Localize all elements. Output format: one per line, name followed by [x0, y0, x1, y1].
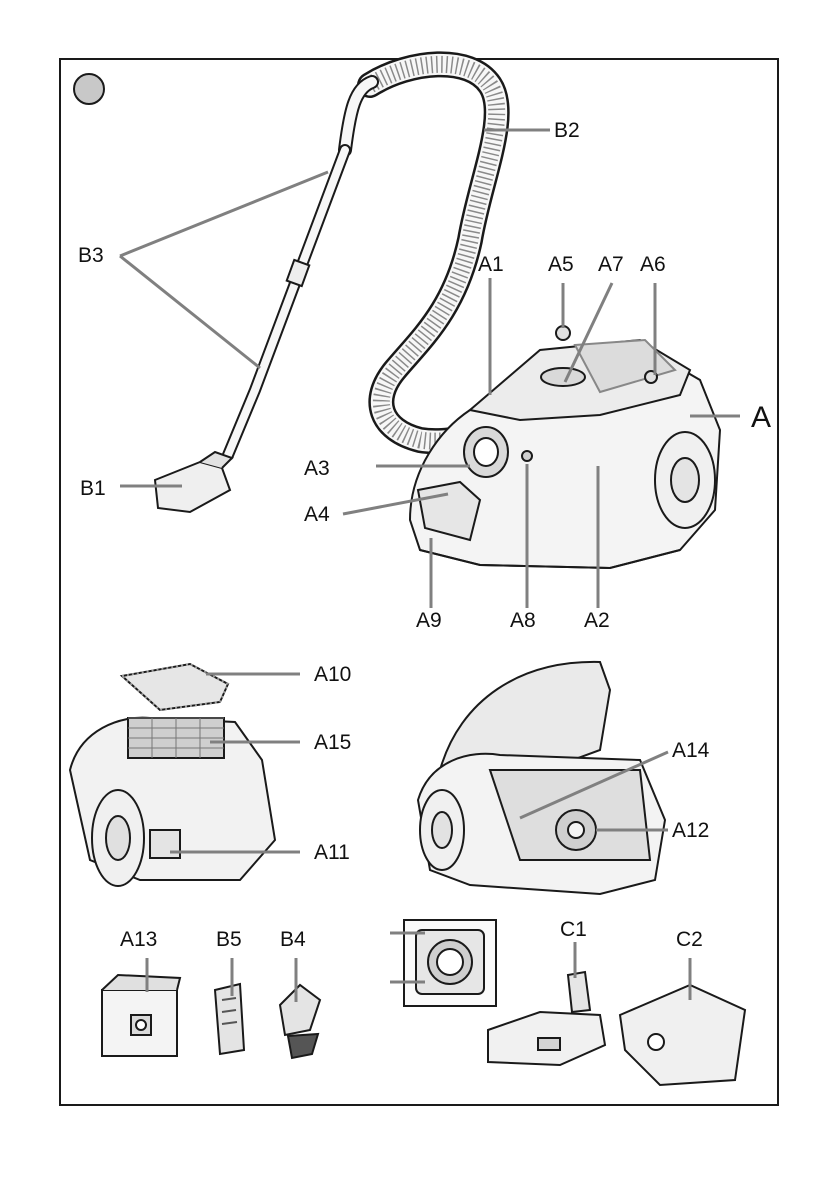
label-a4: A4 [304, 504, 330, 525]
label-a5: A5 [548, 254, 574, 275]
figure-badge [74, 74, 104, 104]
label-c2: C2 [676, 929, 703, 950]
label-a7: A7 [598, 254, 624, 275]
label-a9: A9 [416, 610, 442, 631]
vacuum-body [410, 326, 720, 568]
label-b5: B5 [216, 929, 242, 950]
label-a12: A12 [672, 820, 709, 841]
vacuum-open-compartment [418, 662, 665, 894]
label-b3: B3 [78, 245, 104, 266]
label-a6: A6 [640, 254, 666, 275]
label-a3: A3 [304, 458, 330, 479]
label-a13: A13 [120, 929, 157, 950]
label-a2: A2 [584, 610, 610, 631]
label-a14: A14 [672, 740, 709, 761]
label-a8: A8 [510, 610, 536, 631]
label-a15: A15 [314, 732, 351, 753]
label-a10: A10 [314, 664, 351, 685]
label-b1: B1 [80, 478, 106, 499]
label-b4: B4 [280, 929, 306, 950]
label-b2: B2 [554, 120, 580, 141]
label-a11: A11 [314, 842, 350, 863]
label-c1: C1 [560, 919, 587, 940]
label-a1: A1 [478, 254, 504, 275]
label-a: A [751, 403, 771, 433]
accessories [102, 920, 745, 1085]
